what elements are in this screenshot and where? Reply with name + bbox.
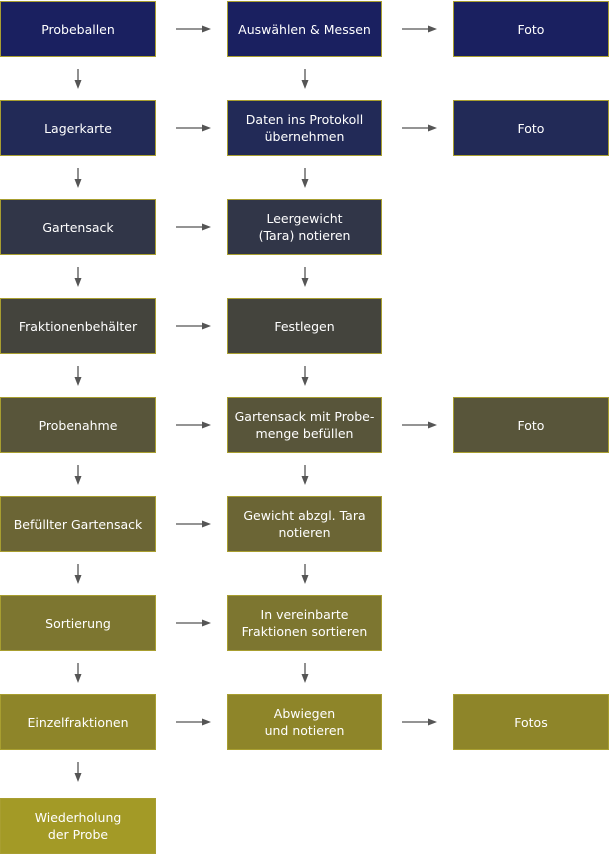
arrow-down <box>301 663 309 683</box>
arrow-down <box>74 564 82 584</box>
step-box-right: Fotos <box>453 694 609 750</box>
arrow-right <box>176 322 211 330</box>
arrow-down <box>74 465 82 485</box>
arrow-right <box>402 421 437 429</box>
arrow-down <box>301 69 309 89</box>
arrow-right <box>176 223 211 231</box>
step-box-left: Lagerkarte <box>0 100 156 156</box>
arrow-right <box>176 421 211 429</box>
step-box-middle: Auswählen & Messen <box>227 1 382 57</box>
step-box-left: Befüllter Gartensack <box>0 496 156 552</box>
arrow-right <box>176 718 211 726</box>
arrow-down <box>301 267 309 287</box>
arrow-down <box>74 663 82 683</box>
arrow-right <box>402 718 437 726</box>
arrow-right <box>176 619 211 627</box>
step-box-left: Sortierung <box>0 595 156 651</box>
step-box-left: Gartensack <box>0 199 156 255</box>
step-box-right: Foto <box>453 1 609 57</box>
arrow-down <box>301 366 309 386</box>
arrow-down <box>301 465 309 485</box>
step-box-middle: Festlegen <box>227 298 382 354</box>
step-box-middle: Gewicht abzgl. Tara notieren <box>227 496 382 552</box>
arrow-down <box>74 366 82 386</box>
step-box-middle: Daten ins Protokoll übernehmen <box>227 100 382 156</box>
step-box-middle: Gartensack mit Probe- menge befüllen <box>227 397 382 453</box>
arrow-down <box>74 69 82 89</box>
arrow-down <box>301 168 309 188</box>
step-box-right: Foto <box>453 100 609 156</box>
step-box-middle: In vereinbarte Fraktionen sortieren <box>227 595 382 651</box>
arrow-right <box>402 124 437 132</box>
arrow-down <box>301 564 309 584</box>
arrow-right <box>176 124 211 132</box>
step-box-left: Einzelfraktionen <box>0 694 156 750</box>
arrow-down <box>74 168 82 188</box>
arrow-right <box>402 25 437 33</box>
step-box-left: Fraktionenbehälter <box>0 298 156 354</box>
step-box-right: Foto <box>453 397 609 453</box>
arrow-down <box>74 267 82 287</box>
step-box-left: Probenahme <box>0 397 156 453</box>
step-box-left: Probeballen <box>0 1 156 57</box>
arrow-right <box>176 25 211 33</box>
step-box-final: Wiederholung der Probe <box>0 798 156 854</box>
arrow-down <box>74 762 82 782</box>
step-box-middle: Leergewicht (Tara) notieren <box>227 199 382 255</box>
arrow-right <box>176 520 211 528</box>
step-box-middle: Abwiegen und notieren <box>227 694 382 750</box>
